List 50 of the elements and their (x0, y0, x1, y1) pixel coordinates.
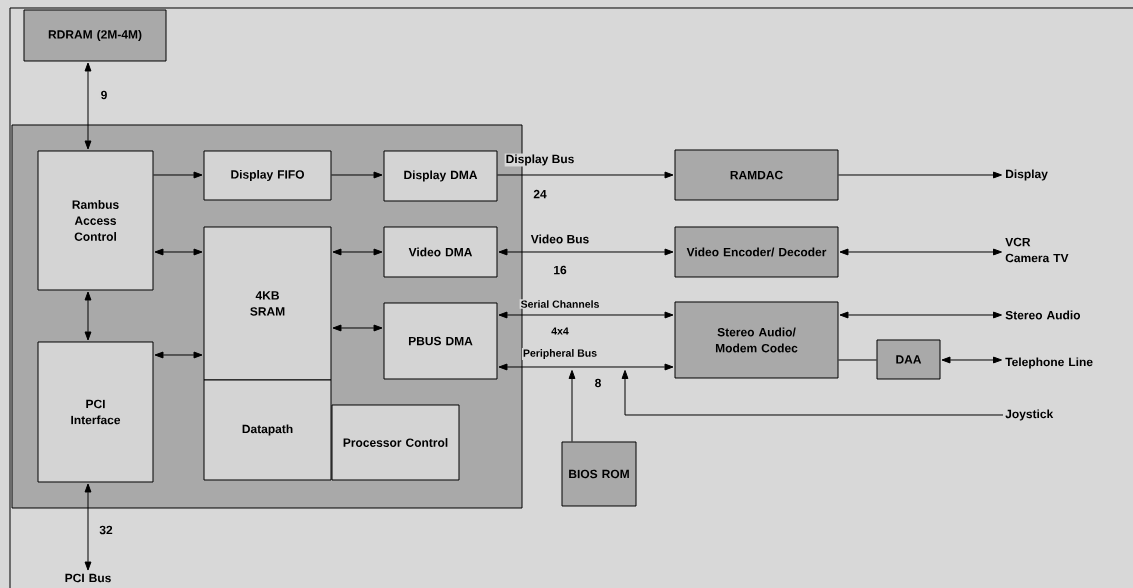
block-box: PBUS DMA (383, 302, 498, 380)
arrow (497, 171, 674, 179)
block-box: Rambus Access Control (37, 150, 154, 291)
edge-label: Peripheral Bus (521, 348, 599, 360)
block-box: 4KB SRAM (203, 226, 332, 381)
edge-label: 32 (98, 524, 114, 536)
block-box: DAA (876, 339, 941, 380)
block-box: Display DMA (383, 150, 498, 202)
bus-width-label: 8 (595, 378, 601, 388)
arrow (839, 311, 1002, 319)
endpoint-label: Joystick (1005, 409, 1054, 421)
arrow (154, 351, 203, 359)
arrow (568, 370, 576, 442)
arrow (84, 62, 92, 150)
edge-label: 9 (99, 89, 109, 101)
edge-label: Display Bus (504, 153, 576, 167)
block-box: RAMDAC (674, 149, 839, 201)
bus-width-label: 4x4 (551, 327, 569, 335)
block-box: Display FIFO (203, 150, 332, 201)
arrow (153, 171, 203, 179)
edge-label: Video Bus (529, 233, 591, 245)
arrow (331, 171, 383, 179)
arrow (498, 363, 674, 371)
edge-label: Serial Channels (519, 299, 601, 309)
arrow (84, 483, 92, 571)
block-box: Stereo Audio/ Modem Codec (674, 301, 839, 379)
endpoint-label: VCR Camera TV (1005, 237, 1069, 263)
arrow (941, 356, 1002, 364)
block-box: PCI Interface (37, 341, 154, 483)
endpoint-label: Stereo Audio (1005, 310, 1081, 320)
arrow (839, 248, 1002, 256)
block-box: Video Encoder/ Decoder (674, 226, 839, 278)
block-box: RDRAM (2M-4M) (23, 9, 167, 62)
arrow (621, 370, 1004, 416)
endpoint-label: Display (1006, 169, 1048, 181)
bus-width-label: 24 (533, 189, 547, 199)
endpoint-label: PCI Bus (65, 573, 111, 583)
block-box: BIOS ROM (561, 441, 637, 507)
arrow (498, 248, 674, 256)
arrow (838, 171, 1002, 179)
endpoint-label: Telephone Line (1005, 357, 1093, 369)
arrow (498, 311, 674, 319)
arrow (84, 291, 92, 341)
block-box: Video DMA (383, 226, 498, 278)
arrow (154, 248, 203, 256)
arrow (332, 324, 383, 332)
block-box: Datapath (203, 379, 332, 481)
bus-width-label: 16 (554, 265, 567, 275)
block-box: Processor Control (331, 404, 460, 481)
arrow (332, 248, 383, 256)
